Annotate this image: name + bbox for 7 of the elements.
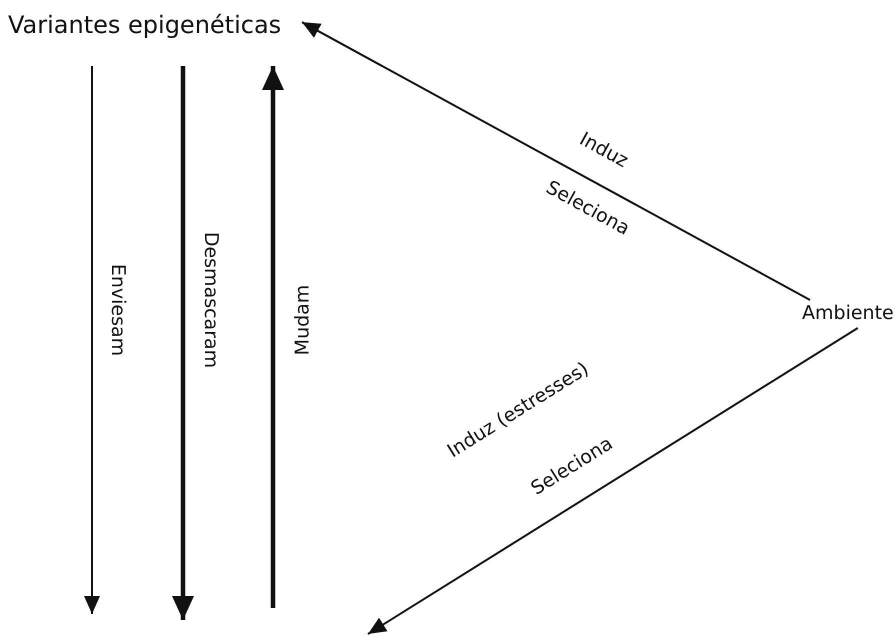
arrow bbox=[84, 66, 100, 614]
node-label: Ambiente bbox=[802, 300, 894, 328]
node-label: Variantes epigenéticas bbox=[8, 12, 302, 66]
arrow bbox=[302, 21, 811, 301]
arrow bbox=[262, 66, 284, 608]
arrow bbox=[367, 327, 858, 635]
arrow bbox=[172, 66, 194, 620]
